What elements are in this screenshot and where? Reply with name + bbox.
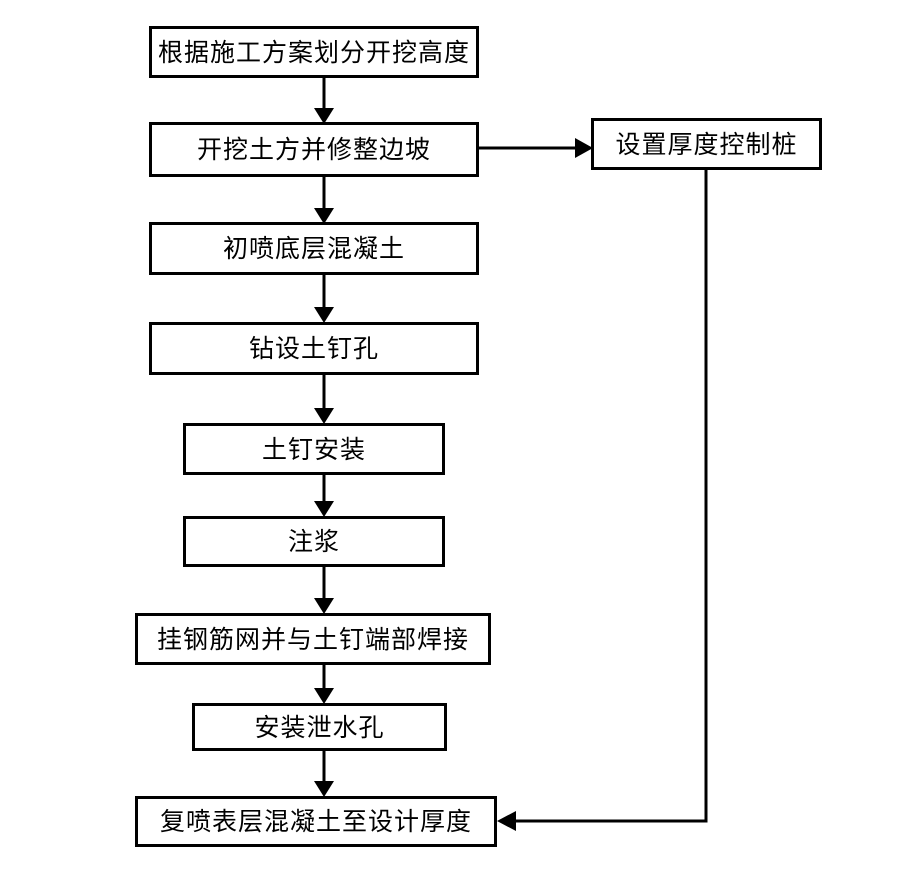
node-label: 初喷底层混凝土 bbox=[222, 234, 405, 263]
connector-n10-to-n9 bbox=[490, 170, 720, 850]
node-hang-mesh-and-weld[interactable]: 挂钢筋网并与土钉端部焊接 bbox=[135, 613, 491, 665]
node-excavate-and-trim-slope[interactable]: 开挖土方并修整边坡 bbox=[149, 122, 479, 177]
connector-n2-to-n10 bbox=[479, 128, 593, 168]
node-install-soil-nail[interactable]: 土钉安装 bbox=[183, 423, 445, 475]
node-drill-soil-nail-hole[interactable]: 钻设土钉孔 bbox=[149, 322, 479, 375]
node-set-thickness-control-pile[interactable]: 设置厚度控制桩 bbox=[591, 118, 822, 170]
connector-n6-to-n7 bbox=[304, 567, 344, 614]
connector-n4-to-n5 bbox=[304, 375, 344, 424]
node-label: 复喷表层混凝土至设计厚度 bbox=[159, 807, 472, 836]
connector-n2-to-n3 bbox=[304, 177, 344, 224]
node-grouting[interactable]: 注浆 bbox=[183, 516, 445, 567]
node-initial-spray-base-concrete[interactable]: 初喷底层混凝土 bbox=[149, 222, 479, 275]
node-label: 挂钢筋网并与土钉端部焊接 bbox=[156, 624, 469, 654]
node-label: 钻设土钉孔 bbox=[248, 334, 379, 363]
node-divide-excavation-height[interactable]: 根据施工方案划分开挖高度 bbox=[149, 26, 479, 78]
node-label: 安装泄水孔 bbox=[254, 712, 385, 742]
connector-n3-to-n4 bbox=[304, 275, 344, 323]
connector-n1-to-n2 bbox=[304, 78, 344, 124]
connector-n5-to-n6 bbox=[304, 475, 344, 517]
node-respray-surface-concrete[interactable]: 复喷表层混凝土至设计厚度 bbox=[135, 796, 497, 847]
node-label: 设置厚度控制桩 bbox=[615, 129, 798, 159]
node-label: 土钉安装 bbox=[261, 434, 366, 464]
connector-n8-to-n9 bbox=[304, 751, 344, 797]
node-label: 开挖土方并修整边坡 bbox=[196, 135, 431, 164]
connector-n7-to-n8 bbox=[304, 665, 344, 704]
node-label: 根据施工方案划分开挖高度 bbox=[157, 37, 470, 67]
node-install-drain-hole[interactable]: 安装泄水孔 bbox=[192, 703, 447, 751]
node-label: 注浆 bbox=[287, 527, 340, 556]
